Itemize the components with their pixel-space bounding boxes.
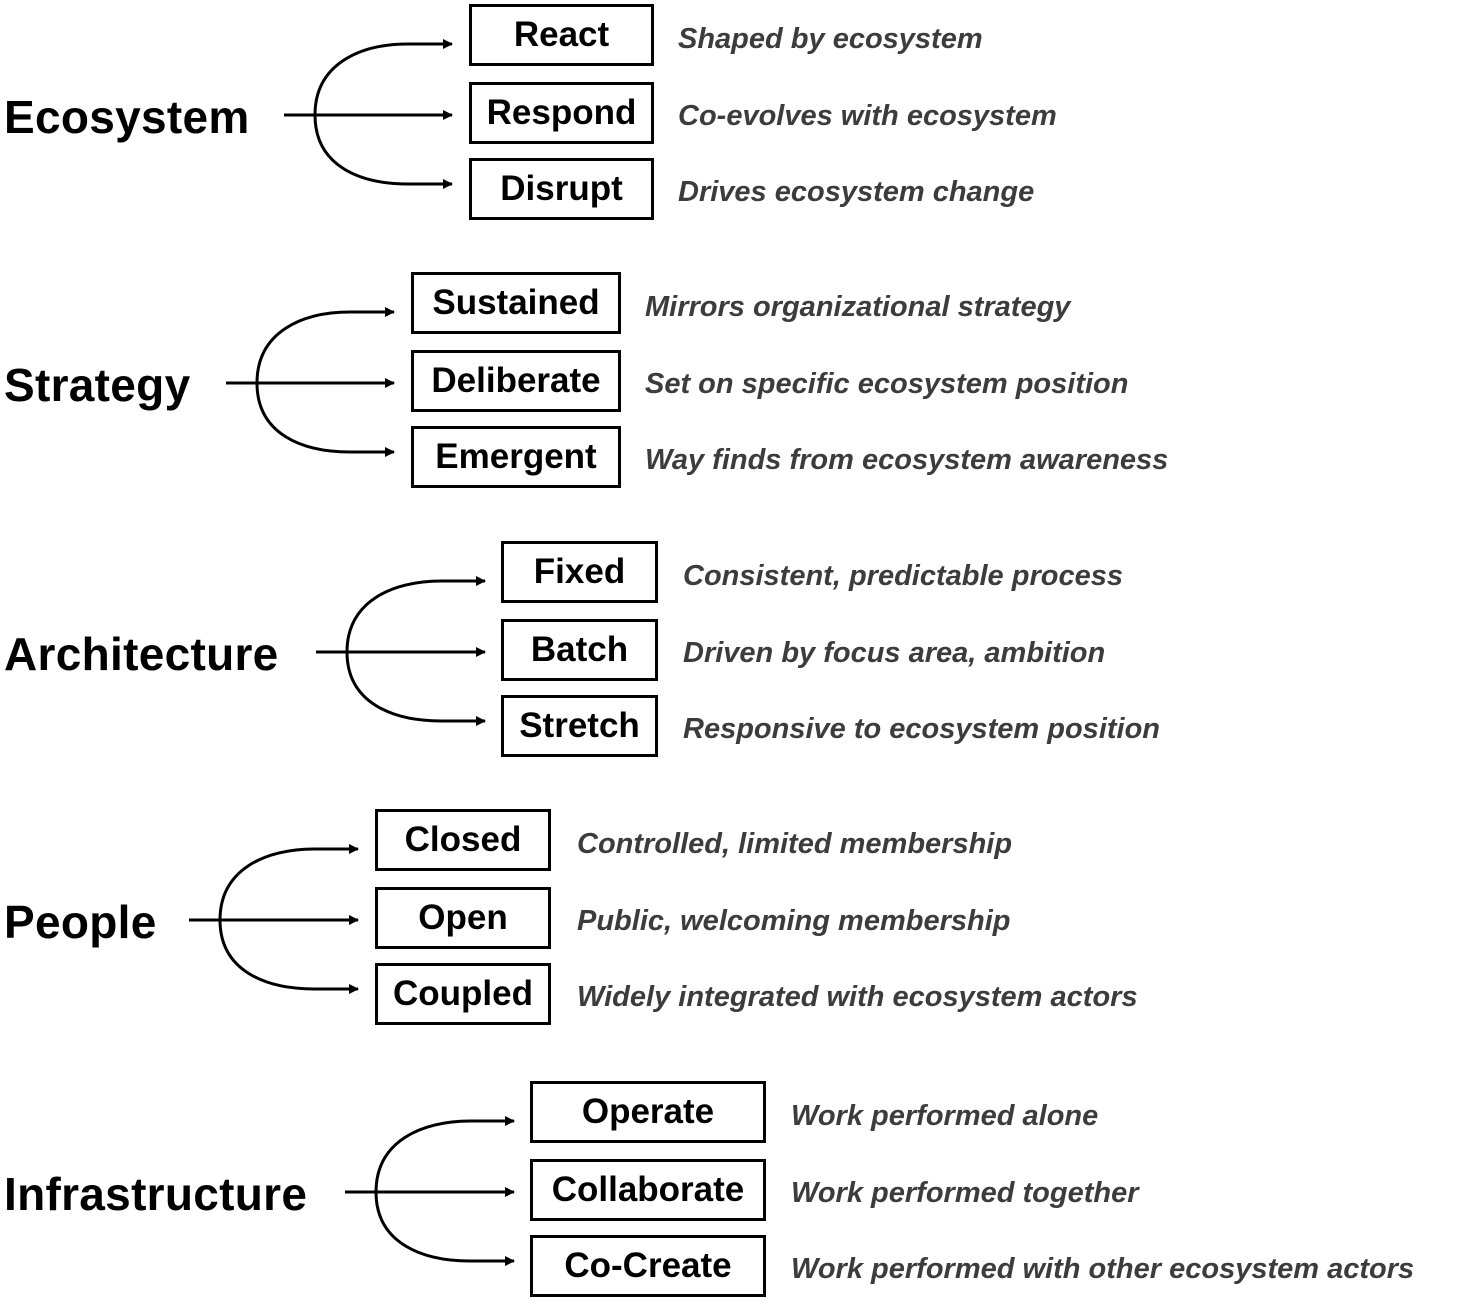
option-description: Widely integrated with ecosystem actors xyxy=(577,981,1138,1013)
option-description: Mirrors organizational strategy xyxy=(645,291,1071,323)
branch-arrows xyxy=(316,576,486,726)
group-strategy: Strategy Sustained Deliberate Emergent M… xyxy=(0,272,1481,502)
option-box: React xyxy=(469,4,654,66)
option-description: Work performed together xyxy=(791,1177,1139,1209)
option-description: Driven by focus area, ambition xyxy=(683,637,1106,669)
option-box: Deliberate xyxy=(411,350,621,412)
option-box: Fixed xyxy=(501,541,658,603)
option-box: Operate xyxy=(530,1081,766,1143)
option-box: Stretch xyxy=(501,695,658,757)
group-infrastructure: Infrastructure Operate Collaborate Co-Cr… xyxy=(0,1081,1481,1311)
option-box: Collaborate xyxy=(530,1159,766,1221)
branch-arrows xyxy=(226,307,395,457)
option-box: Closed xyxy=(375,809,551,871)
option-box: Batch xyxy=(501,619,658,681)
option-description: Shaped by ecosystem xyxy=(678,23,983,55)
branch-arrows xyxy=(284,39,453,189)
branch-arrows xyxy=(189,844,359,994)
group-ecosystem: Ecosystem React Respond Disrupt Shaped b… xyxy=(0,4,1481,234)
option-description: Controlled, limited membership xyxy=(577,828,1013,860)
option-description: Public, welcoming membership xyxy=(577,905,1011,937)
group-architecture: Architecture Fixed Batch Stretch Consist… xyxy=(0,541,1481,771)
option-description: Set on specific ecosystem position xyxy=(645,368,1129,400)
option-description: Work performed alone xyxy=(791,1100,1099,1132)
option-box: Respond xyxy=(469,82,654,144)
option-description: Drives ecosystem change xyxy=(678,176,1035,208)
option-description: Way finds from ecosystem awareness xyxy=(645,444,1169,476)
option-box: Co-Create xyxy=(530,1235,766,1297)
option-box: Sustained xyxy=(411,272,621,334)
category-label: People xyxy=(4,896,157,948)
branch-arrows xyxy=(345,1116,515,1266)
category-label: Architecture xyxy=(4,628,279,680)
category-label: Infrastructure xyxy=(4,1168,308,1220)
option-description: Work performed with other ecosystem acto… xyxy=(791,1253,1415,1285)
option-box: Emergent xyxy=(411,426,621,488)
option-description: Co-evolves with ecosystem xyxy=(678,100,1057,132)
option-description: Responsive to ecosystem position xyxy=(683,713,1161,745)
group-people: People Closed Open Coupled Controlled, l… xyxy=(0,809,1481,1039)
option-box: Disrupt xyxy=(469,158,654,220)
option-description: Consistent, predictable process xyxy=(683,560,1123,592)
category-label: Strategy xyxy=(4,359,191,411)
option-box: Open xyxy=(375,887,551,949)
category-label: Ecosystem xyxy=(4,91,250,143)
option-box: Coupled xyxy=(375,963,551,1025)
